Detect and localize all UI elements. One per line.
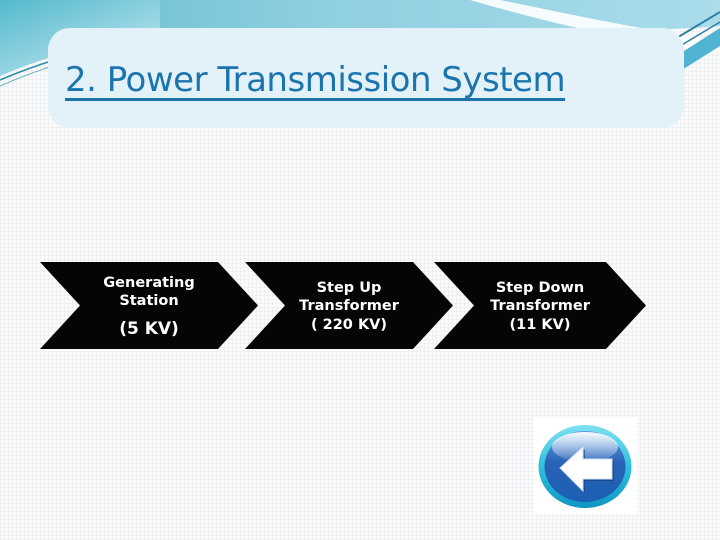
step-name: Step Down Transformer xyxy=(490,279,590,315)
step-name: Step Up Transformer xyxy=(299,279,399,315)
button-gloss xyxy=(552,432,618,462)
back-button[interactable] xyxy=(536,423,634,510)
step-voltage: (11 KV) xyxy=(509,317,571,333)
flow-step-generating-station: Generating Station (5 KV) xyxy=(40,262,258,349)
step-name-line1: Step Down xyxy=(495,280,585,296)
flow-step-step-down-transformer: Step Down Transformer (11 KV) xyxy=(434,262,646,349)
step-name: Generating Station xyxy=(103,274,194,310)
step-voltage: (5 KV) xyxy=(119,319,179,339)
step-name-line2: Station xyxy=(119,293,179,309)
step-name-line1: Generating xyxy=(103,275,195,291)
left-arrow-icon xyxy=(559,445,613,493)
step-name-line2: Transformer xyxy=(299,298,399,314)
step-name-line1: Step Up xyxy=(316,280,382,296)
flow-step-step-up-transformer: Step Up Transformer ( 220 KV) xyxy=(245,262,453,349)
slide-title: 2. Power Transmission System xyxy=(65,60,566,100)
title-box: 2. Power Transmission System xyxy=(48,28,684,128)
step-name-line2: Transformer xyxy=(490,298,590,314)
step-voltage: ( 220 KV) xyxy=(310,317,388,333)
